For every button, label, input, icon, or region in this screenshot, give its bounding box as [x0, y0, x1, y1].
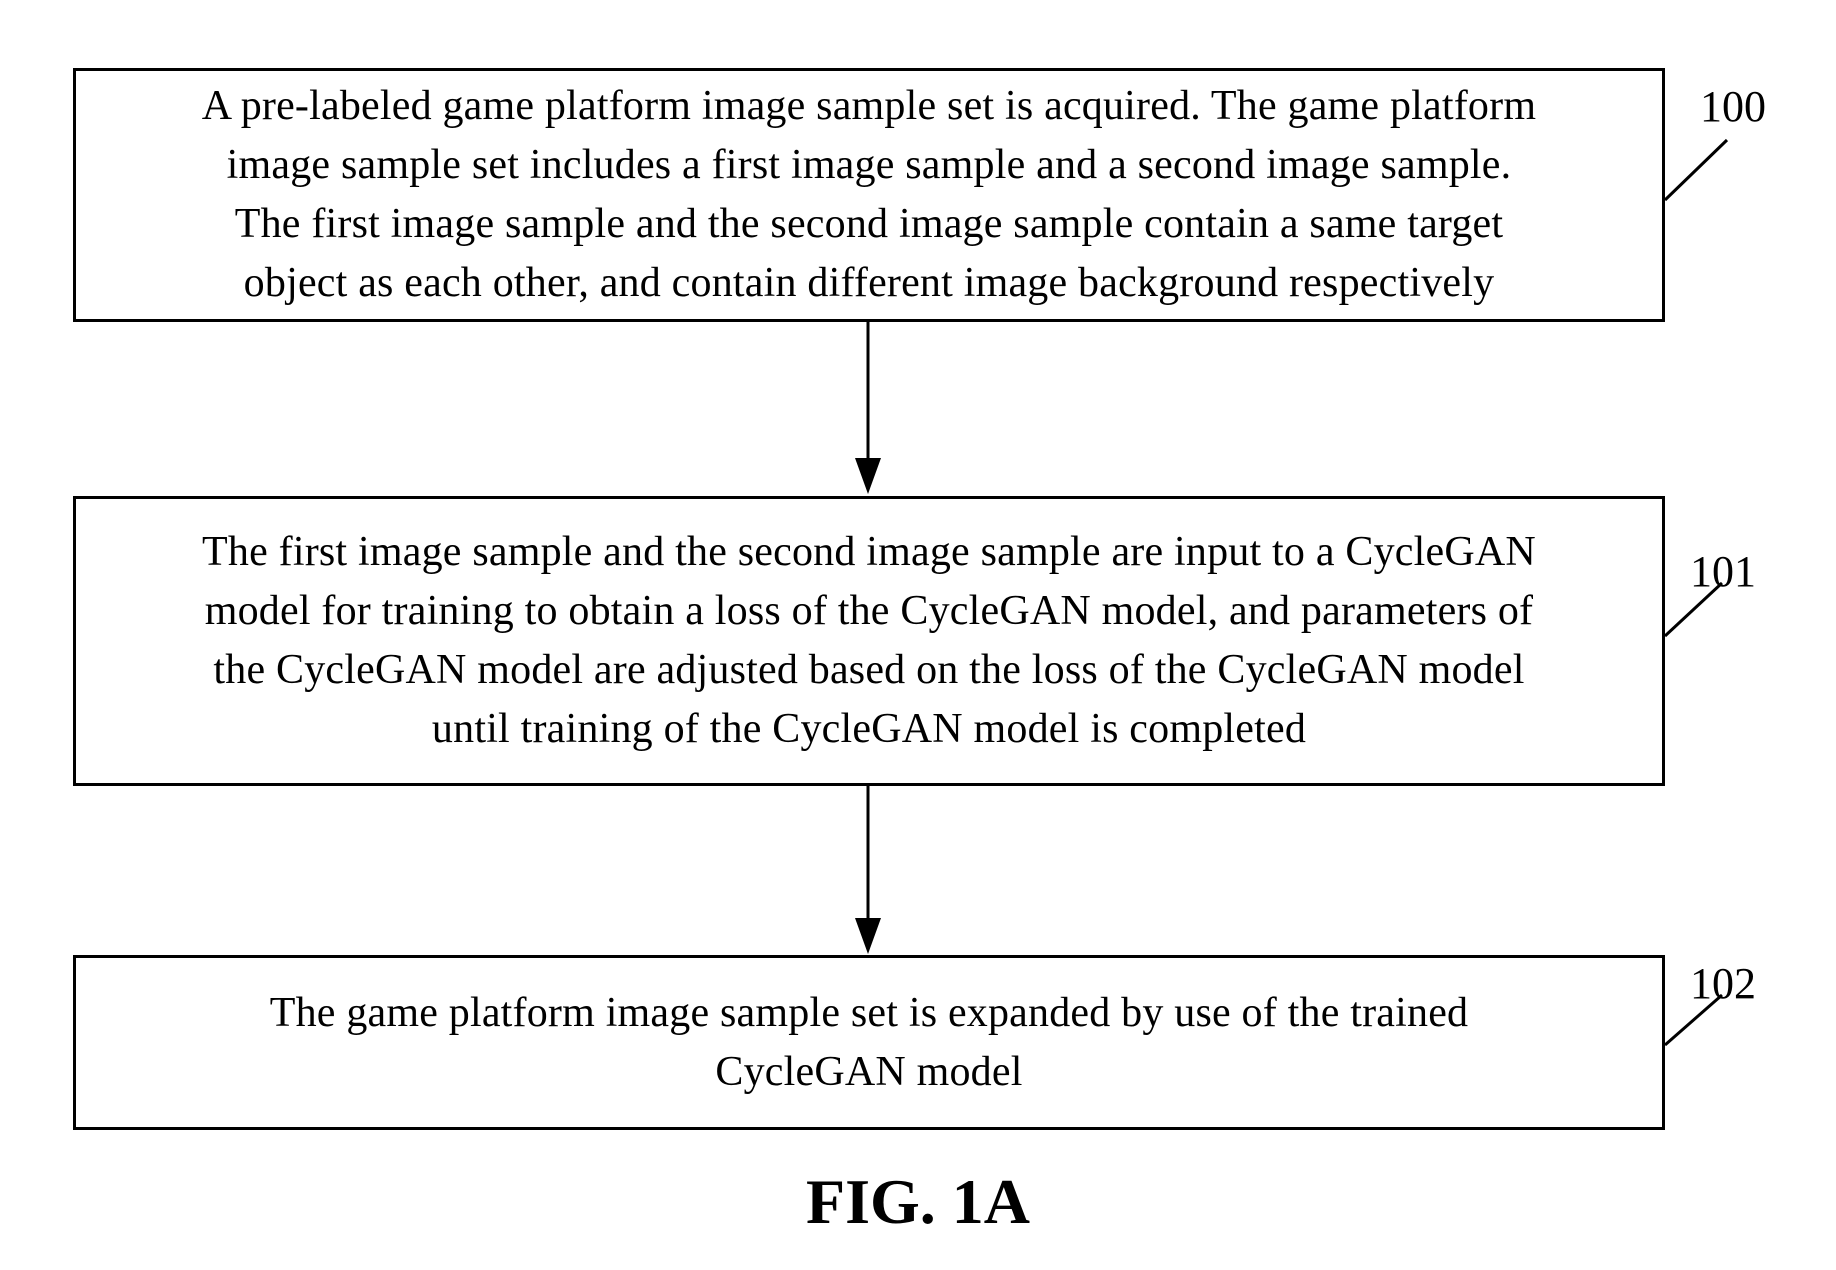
step-102-text: The game platform image sample set is ex…: [270, 984, 1469, 1102]
figure-caption: FIG. 1A: [806, 1166, 1030, 1237]
step-100-line: A pre-labeled game platform image sample…: [201, 83, 1537, 129]
leader-line-102: [1664, 993, 1723, 1047]
step-100-line: The first image sample and the second im…: [234, 201, 1504, 247]
step-100-box: A pre-labeled game platform image sample…: [73, 68, 1665, 322]
arrow-100-to-101: [855, 322, 881, 494]
step-101-line: The first image sample and the second im…: [202, 529, 1536, 575]
step-101-box: The first image sample and the second im…: [73, 496, 1665, 786]
step-100-text: A pre-labeled game platform image sample…: [202, 77, 1536, 313]
step-101-line: the CycleGAN model are adjusted based on…: [213, 647, 1525, 693]
arrowhead-101-to-102: [855, 918, 881, 954]
leader-line-100: [1663, 138, 1729, 202]
step-100-line: object as each other, and contain differ…: [243, 260, 1495, 306]
step-102-box: The game platform image sample set is ex…: [73, 955, 1665, 1130]
arrow-101-to-102: [855, 786, 881, 954]
leader-line-101: [1663, 581, 1724, 638]
step-102-line: CycleGAN model: [715, 1048, 1023, 1095]
step-101-text: The first image sample and the second im…: [202, 523, 1536, 759]
step-101-line: model for training to obtain a loss of t…: [204, 588, 1534, 634]
step-100-ref-label: 100: [1700, 82, 1766, 131]
step-102-ref-label: 102: [1690, 959, 1756, 1008]
step-101-line: until training of the CycleGAN model is …: [431, 706, 1307, 752]
step-100-line: image sample set includes a first image …: [226, 142, 1512, 188]
step-101-ref-label: 101: [1690, 547, 1756, 596]
arrowhead-100-to-101: [855, 458, 881, 494]
step-102-line: The game platform image sample set is ex…: [269, 989, 1469, 1036]
